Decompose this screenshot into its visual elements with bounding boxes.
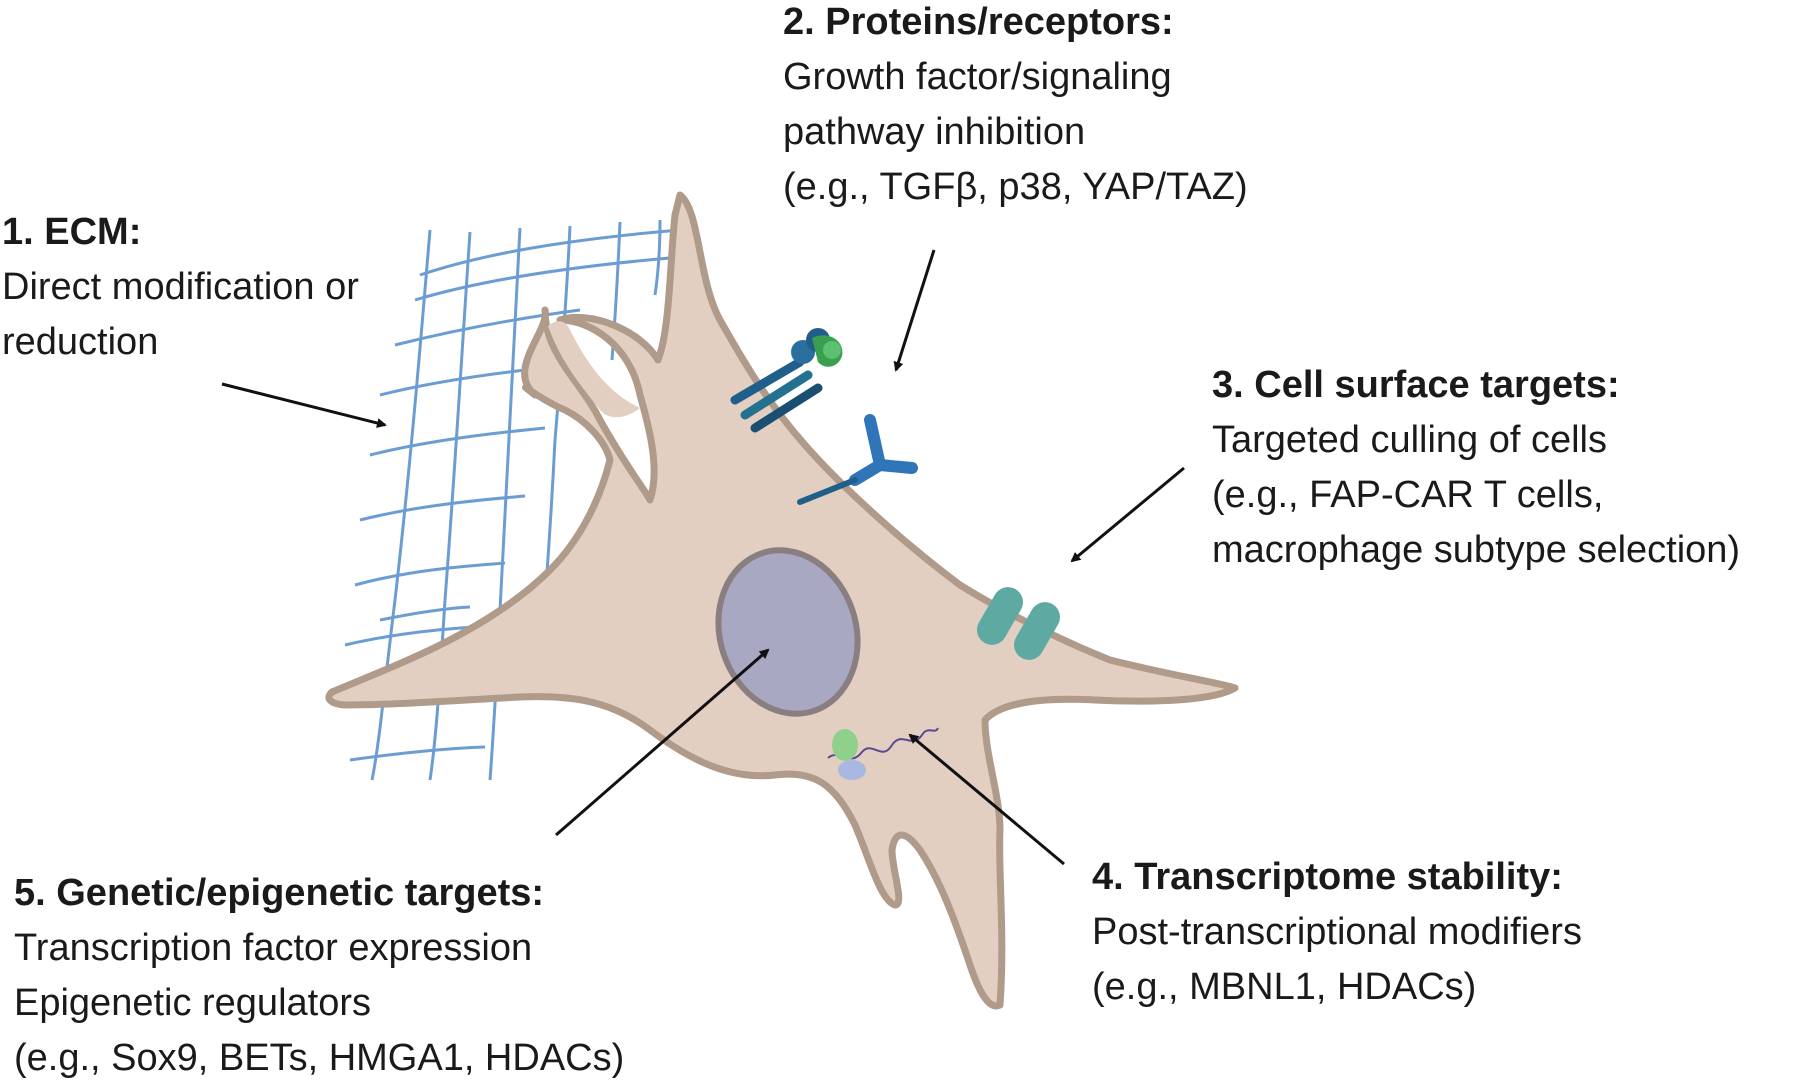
- label-genetic-heading: 5. Genetic/epigenetic targets:: [14, 872, 545, 914]
- label-proteins-line: pathway inhibition: [783, 111, 1086, 153]
- cell-process: [548, 321, 640, 418]
- label-genetic-line: Transcription factor expression: [14, 927, 533, 969]
- label-proteins: 2. Proteins/receptors: Growth factor/sig…: [783, 0, 1248, 215]
- arrow-genetic: [555, 648, 770, 837]
- label-transcriptome: 4. Transcriptome stability: Post-transcr…: [1092, 850, 1582, 1015]
- label-genetic-line: (e.g., Sox9, BETs, HMGA1, HDACs): [14, 1037, 625, 1079]
- arrow-proteins: [893, 249, 936, 372]
- label-transcriptome-line: (e.g., MBNL1, HDACs): [1092, 966, 1477, 1008]
- label-ecm-line: Direct modification or: [2, 266, 359, 308]
- nucleus: [715, 547, 861, 717]
- label-proteins-heading: 2. Proteins/receptors:: [783, 1, 1174, 43]
- label-surface-line: (e.g., FAP-CAR T cells,: [1212, 474, 1604, 516]
- label-surface-heading: 3. Cell surface targets:: [1212, 364, 1620, 406]
- receptor-complex-icon: [730, 328, 843, 433]
- label-transcriptome-line: Post-transcriptional modifiers: [1092, 911, 1582, 953]
- arrow-surface: [1070, 466, 1185, 563]
- arrow-ecm: [221, 382, 387, 428]
- label-ecm-heading: 1. ECM:: [2, 211, 142, 253]
- label-surface-line: Targeted culling of cells: [1212, 419, 1607, 461]
- label-transcriptome-heading: 4. Transcriptome stability:: [1092, 856, 1563, 898]
- label-surface-line: macrophage subtype selection): [1212, 529, 1741, 571]
- label-genetic: 5. Genetic/epigenetic targets: Transcrip…: [14, 866, 624, 1086]
- label-genetic-line: Epigenetic regulators: [14, 982, 371, 1024]
- ecm-mesh: [339, 219, 681, 781]
- label-proteins-line: (e.g., TGFβ, p38, YAP/TAZ): [783, 166, 1248, 208]
- surface-marker-icon: [977, 587, 1060, 660]
- antibody-icon: [797, 414, 918, 505]
- label-surface: 3. Cell surface targets: Targeted cullin…: [1212, 358, 1740, 578]
- arrow-transcriptome: [908, 733, 1065, 866]
- label-proteins-line: Growth factor/signaling: [783, 56, 1172, 98]
- label-ecm-line: reduction: [2, 321, 159, 363]
- ribosome-mrna-icon: [827, 727, 939, 780]
- label-ecm: 1. ECM: Direct modification or reduction: [2, 205, 359, 370]
